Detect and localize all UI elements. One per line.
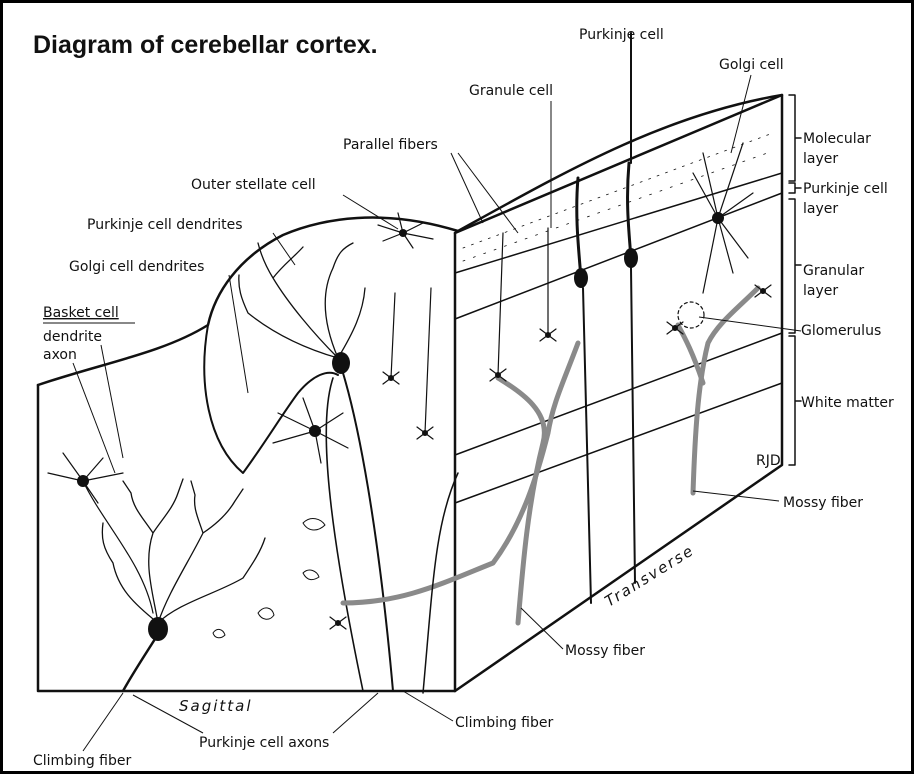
glomerulus-marker [678,302,704,328]
label-basket-cell: Basket cell [43,305,119,321]
leader-basket-axon [73,363,115,473]
leader-climbing-fiber-right [403,691,453,721]
layer-brackets [789,95,801,465]
basket-cell-processes [48,453,153,613]
leader-parallel-fibers-2 [458,153,518,233]
label-molecular-2: layer [803,151,838,167]
purkinje-soma-t2 [624,248,638,268]
white-matter-boundary [455,333,782,455]
leader-purkinje-dendrites [273,233,295,265]
transverse-neurons [343,33,771,693]
climbing-fiber-path [326,378,363,691]
artist-signature: RJD [756,453,781,469]
purkinje-axon-upper [343,373,393,691]
granule-soma-s2 [422,430,428,436]
folium-sulcus [204,325,338,473]
leader-parallel-fibers-1 [451,153,483,223]
label-parallel-fibers: Parallel fibers [343,137,438,153]
sagittal-neurons [48,213,433,691]
label-molecular-1: Molecular [803,131,871,147]
purkinje-tree-transverse-1 [577,178,581,278]
granule-soma-t4 [760,288,766,294]
label-purkinje-cell-dendrites: Purkinje cell dendrites [87,217,243,233]
granule-soma-t2 [545,332,551,338]
glial-outlines [213,519,325,638]
label-white-matter: White matter [801,395,894,411]
outer-stellate-soma [399,229,407,237]
label-climbing-fiber-left: Climbing fiber [33,753,131,769]
leader-mossy-fiber-right [693,491,779,501]
label-purkinje-cell-axons: Purkinje cell axons [199,735,329,751]
label-mossy-fiber-bottom: Mossy fiber [565,643,645,659]
white-matter-inner-line [455,383,782,503]
golgi-soma-sagittal [309,425,321,437]
leader-purkinje-axons-1 [333,693,378,733]
purkinje-soma-upper [332,352,350,374]
cerebellar-cortex-diagram: Purkinje cell Golgi cell Granule cell Pa… [3,3,911,771]
label-golgi-cell: Golgi cell [719,57,784,73]
mossy-fiber-3 [693,288,758,493]
labels: Purkinje cell Golgi cell Granule cell Pa… [33,27,894,769]
purkinje-soma-t1 [574,268,588,288]
mossy-fiber-1 [343,343,578,603]
parallel-fiber-stipple-2 [463,151,773,261]
label-dendrite: dendrite [43,329,102,345]
label-mossy-fiber-right: Mossy fiber [783,495,863,511]
basket-soma [77,475,89,487]
granule-soma-s3 [335,620,341,626]
label-transverse: Transverse [602,541,698,610]
granule-soma-s1 [388,375,394,381]
purkinje-soma-lower [148,617,168,641]
label-granule-cell: Granule cell [469,83,553,99]
leader-golgi-dendrites [229,275,248,393]
granule-soma-t3 [672,325,678,331]
label-golgi-cell-dendrites: Golgi cell dendrites [69,259,204,275]
leader-climbing-fiber-left [83,693,123,751]
granule-soma-t1 [495,372,501,378]
purkinje-dendritic-tree-upper [239,243,365,358]
golgi-soma-transverse [712,212,724,224]
label-outer-stellate-cell: Outer stellate cell [191,177,316,193]
label-glomerulus: Glomerulus [801,323,881,339]
label-climbing-fiber-right: Climbing fiber [455,715,553,731]
label-purkinje-cell: Purkinje cell [579,27,664,43]
label-granular-2: layer [803,283,838,299]
purkinje-layer-boundary [455,173,782,273]
label-granular-1: Granular [803,263,864,279]
purkinje-axon-t2 [631,268,635,583]
label-purkinje-layer-2: layer [803,201,838,217]
block-outline [38,95,801,691]
label-purkinje-layer-1: Purkinje cell [803,181,888,197]
leader-outer-stellate [343,195,398,229]
purkinje-axon-lower [123,639,155,691]
label-axon: axon [43,347,77,363]
purkinje-axon-t1 [583,288,591,603]
leader-mossy-fiber-bottom [521,608,563,649]
sagittal-face-outline [38,233,455,691]
mossy-fiber-2 [498,378,544,623]
purkinje-tree-transverse-2 [628,163,631,258]
label-sagittal: Sagittal [179,697,253,715]
